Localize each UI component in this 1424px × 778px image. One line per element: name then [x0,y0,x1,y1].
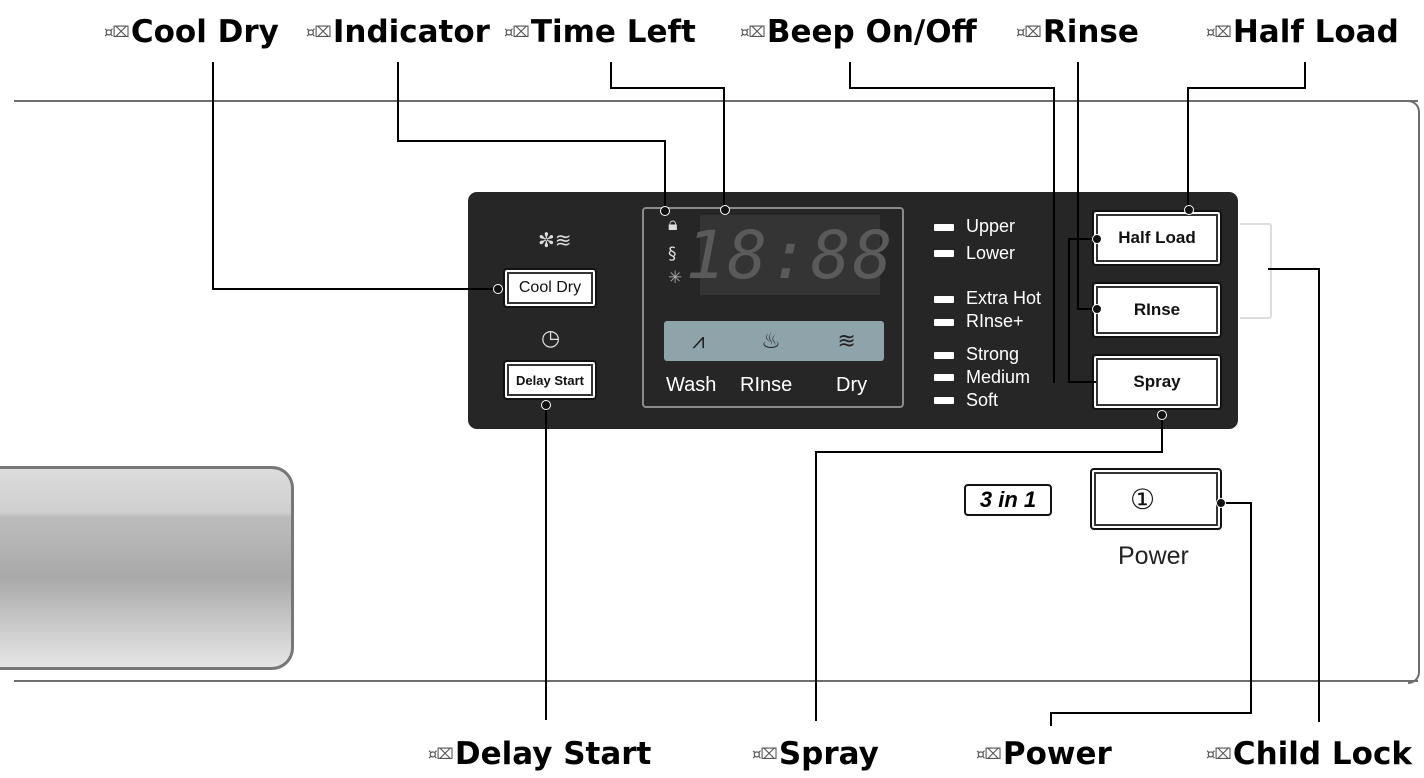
leader-time-v2 [723,87,725,209]
leader-delay-v [545,404,547,720]
leader-indicator-h [397,140,665,142]
leader-rinse-v [1077,62,1079,310]
callout-beep: ¤⌧Beep On/Off [740,14,977,50]
option-lower: Lower [966,243,1016,263]
dot-half-load [1184,205,1194,215]
option-medium: Medium [966,367,1031,387]
wash-icon: ⩘ [692,328,705,354]
display-frame [642,207,904,408]
leader-half-h [1187,87,1306,89]
rinse-button[interactable]: RInse [1092,282,1222,338]
leader-power-v2 [1050,712,1052,726]
option-soft: Soft [966,390,999,410]
callout-time-left: ¤⌧Time Left [504,14,696,50]
sparkle-icon: ✳ [668,268,683,288]
led-upper [934,224,954,231]
spray-button[interactable]: Spray [1092,354,1222,410]
callout-spray: ¤⌧Spray [752,736,879,772]
dot-beep-1 [1092,234,1102,244]
half-load-button[interactable]: Half Load [1092,210,1222,266]
leader-time-h [610,87,724,89]
led-strong [934,352,954,359]
leader-lock-v [1318,268,1320,722]
leader-half-v2 [1187,87,1189,209]
leader-rinse-h [1077,308,1095,310]
dot-power [1216,498,1226,508]
leader-power-h1 [1220,502,1252,504]
delay-start-button[interactable]: Delay Start [503,360,597,400]
cycle-label-dry: Dry [836,374,868,396]
option-extra-hot: Extra Hot [966,288,1042,308]
leader-beep-v2 [1053,87,1055,239]
cool-dry-button[interactable]: Cool Dry [503,268,597,308]
time-display: 18:88 [685,215,895,295]
leader-half-v1 [1304,62,1306,88]
dot-rinse [1092,304,1102,314]
led-soft [934,397,954,404]
dot-cool-dry [493,284,503,294]
leader-beep-h1 [849,87,1054,89]
clock-icon: ◷ [541,326,561,351]
leader-beep-h2 [1068,238,1096,240]
leader-beep-h3 [1068,381,1096,383]
leader-beep-v4 [1068,238,1070,382]
leader-power-h2 [1050,712,1252,714]
rinse-cycle-icon: ♨ [761,328,781,354]
callout-indicator: ¤⌧Indicator [306,14,490,50]
cycle-label-wash: Wash [666,374,717,396]
leader-spray-h [815,451,1163,453]
leader-indicator-v1 [397,62,399,142]
dot-spray [1157,410,1167,420]
leader-lock-h [1268,268,1320,270]
callout-half-load: ¤⌧Half Load [1206,14,1399,50]
power-button[interactable]: ① [1090,468,1222,530]
dot-time-left [720,205,730,215]
callout-power: ¤⌧Power [976,736,1112,772]
leader-cool-dry-v [212,62,214,290]
leader-time-v1 [610,62,612,88]
cycle-label-rinse: RInse [740,374,793,396]
leader-spray-v2 [815,451,817,721]
callout-delay-start: ¤⌧Delay Start [428,736,652,772]
option-rinse-plus: RInse+ [966,311,1024,331]
lock-icon: 🔒︎ [1243,263,1252,282]
fan-icon: ✼≋ [538,228,572,252]
led-lower [934,250,954,257]
callout-rinse: ¤⌧Rinse [1016,14,1139,50]
lock-indicator-icon: 🔒︎ [668,214,678,235]
leader-beep-v3 [1053,238,1055,383]
led-rinse-plus [934,319,954,326]
option-strong: Strong [966,344,1020,364]
power-label: Power [1118,542,1189,570]
door-handle [0,466,294,670]
leader-spray-v1 [1161,414,1163,452]
salt-icon: § [668,244,677,264]
dot-delay-start [541,400,551,410]
child-lock-bracket [1240,223,1272,319]
led-extra-hot [934,296,954,303]
leader-cool-dry-h [212,288,498,290]
callout-child-lock: ¤⌧Child Lock [1206,736,1412,772]
dry-icon: ≋ [837,328,856,354]
dot-indicator [660,206,670,216]
3in1-badge: 3 in 1 [964,484,1052,516]
leader-indicator-v2 [664,140,666,210]
leader-beep-v1 [849,62,851,88]
cycle-strip: ⩘ ♨ ≋ [664,321,884,361]
led-medium [934,374,954,381]
power-icon: ① [1130,483,1156,515]
option-upper: Upper [966,216,1016,236]
leader-power-v [1250,502,1252,714]
callout-cool-dry: ¤⌧Cool Dry [104,14,279,50]
